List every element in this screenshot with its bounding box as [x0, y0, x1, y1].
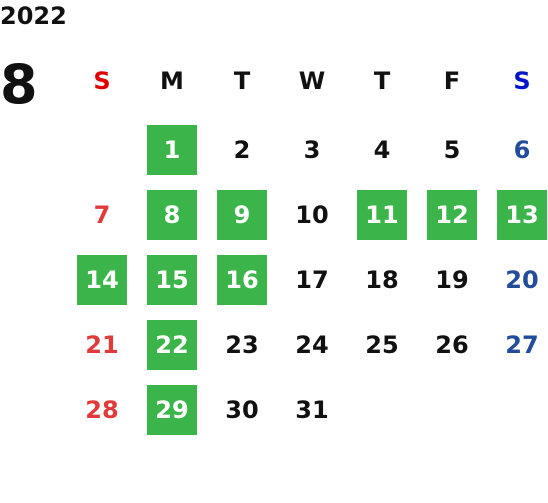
weekday-header-friday: F — [443, 67, 461, 95]
day-cell-15[interactable]: 15 — [147, 255, 197, 305]
weekday-header-monday: M — [160, 67, 184, 95]
month-number: 8 — [0, 53, 38, 116]
day-cell-17[interactable]: 17 — [295, 266, 329, 294]
day-cell-30[interactable]: 30 — [225, 396, 259, 424]
day-cell-21[interactable]: 21 — [85, 331, 119, 359]
day-cell-12[interactable]: 12 — [427, 190, 477, 240]
day-cell-3[interactable]: 3 — [303, 136, 321, 164]
weekday-header-sunday: S — [93, 67, 111, 95]
day-cell-5[interactable]: 5 — [443, 136, 461, 164]
day-cell-18[interactable]: 18 — [365, 266, 399, 294]
day-cell-6[interactable]: 6 — [513, 136, 531, 164]
day-cell-20[interactable]: 20 — [505, 266, 539, 294]
day-cell-29[interactable]: 29 — [147, 385, 197, 435]
day-cell-23[interactable]: 23 — [225, 331, 259, 359]
day-cell-24[interactable]: 24 — [295, 331, 329, 359]
day-cell-25[interactable]: 25 — [365, 331, 399, 359]
day-cell-28[interactable]: 28 — [85, 396, 119, 424]
weekday-header-tuesday: T — [233, 67, 251, 95]
day-cell-22[interactable]: 22 — [147, 320, 197, 370]
day-cell-26[interactable]: 26 — [435, 331, 469, 359]
day-cell-8[interactable]: 8 — [147, 190, 197, 240]
day-cell-19[interactable]: 19 — [435, 266, 469, 294]
year-label: 2022 — [0, 2, 67, 30]
day-cell-1[interactable]: 1 — [147, 125, 197, 175]
day-cell-7[interactable]: 7 — [93, 201, 111, 229]
day-cell-11[interactable]: 11 — [357, 190, 407, 240]
day-cell-27[interactable]: 27 — [505, 331, 539, 359]
day-cell-2[interactable]: 2 — [233, 136, 251, 164]
day-cell-9[interactable]: 9 — [217, 190, 267, 240]
day-cell-31[interactable]: 31 — [295, 396, 329, 424]
day-cell-14[interactable]: 14 — [77, 255, 127, 305]
weekday-header-thursday: T — [373, 67, 391, 95]
day-cell-10[interactable]: 10 — [295, 201, 329, 229]
day-cell-13[interactable]: 13 — [497, 190, 547, 240]
weekday-header-wednesday: W — [298, 67, 326, 95]
weekday-header-saturday: S — [513, 67, 531, 95]
day-cell-16[interactable]: 16 — [217, 255, 267, 305]
day-cell-4[interactable]: 4 — [373, 136, 391, 164]
